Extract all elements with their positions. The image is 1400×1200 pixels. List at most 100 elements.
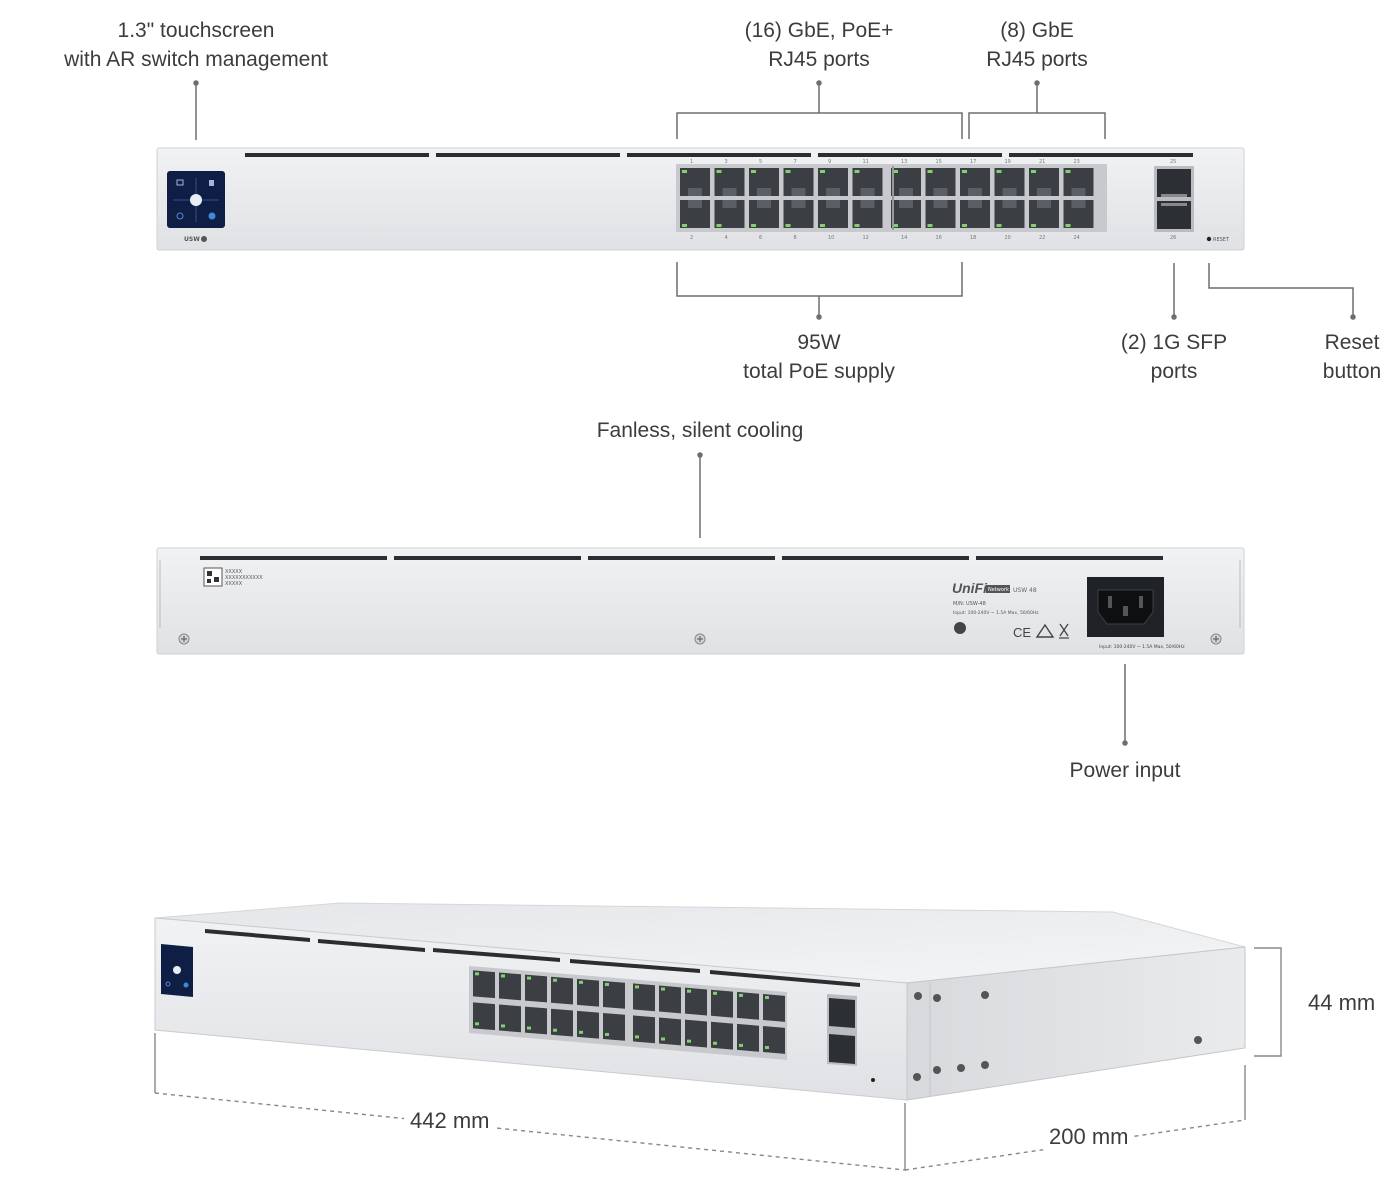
iso-port-led [661, 987, 665, 991]
iso-port-led [713, 1041, 717, 1045]
callout-gbe-ports-line-1: (8) GbE [1000, 19, 1074, 42]
callout-power: Power input [1040, 756, 1210, 785]
reset-label: RESET [1213, 237, 1230, 243]
dimension-height-label: 44 mm [1302, 990, 1382, 1016]
iso-rj45-port [473, 970, 495, 999]
callout-poe-supply-line-2: total PoE supply [743, 360, 895, 383]
iso-port-led [501, 1024, 505, 1028]
port-number-top: 3 [725, 159, 728, 165]
callout-poe-supply-line-1: 95W [797, 331, 841, 354]
rear-brand: UniFi [952, 580, 988, 596]
iso-rj45-port [711, 1021, 733, 1050]
port-number-top: 1 [690, 159, 693, 165]
iso-port-led [739, 1043, 743, 1047]
callout-poe-ports-line-2: RJ45 ports [768, 48, 870, 71]
port-led [682, 170, 687, 173]
port-led [854, 224, 860, 227]
port-number-bottom: 22 [1039, 235, 1045, 241]
callout-reset-line-1: Reset [1324, 331, 1380, 354]
port-number-top: 9 [828, 159, 831, 165]
port-number-top: 7 [794, 159, 797, 165]
callout-poe-supply: 95W total PoE supply [709, 328, 929, 386]
iso-rj45-port [603, 980, 625, 1009]
iso-rj45-port [499, 972, 521, 1001]
iso-rj45-port [711, 989, 733, 1018]
port-led [996, 170, 1002, 173]
port-led [893, 170, 898, 173]
port-led [962, 224, 967, 227]
iso-rj45-port [737, 1023, 759, 1052]
port-led [682, 224, 687, 227]
iso-port-led [475, 972, 479, 976]
iso-rj45-block [469, 966, 787, 1060]
iso-rj45-port [659, 985, 681, 1014]
port-led [854, 170, 860, 173]
callout-touchscreen: 1.3" touchscreen with AR switch manageme… [46, 16, 346, 74]
iso-port-led [765, 996, 769, 1000]
callout-reset: Reset button [1306, 328, 1398, 386]
rear-model-line: M/N: USW-48 [953, 601, 986, 607]
port-led [1031, 224, 1036, 227]
callout-sfp-ports-line-1: (2) 1G SFP [1120, 331, 1228, 354]
callout-poe-ports-line-1: (16) GbE, PoE+ [744, 19, 894, 42]
port-number-top: 11 [863, 159, 869, 165]
port-led [927, 170, 933, 173]
iso-rj45-port [577, 1010, 599, 1039]
port-led [716, 170, 722, 173]
callout-reset-line-2: button [1322, 360, 1382, 383]
port-number-bottom: 4 [725, 235, 728, 241]
iso-port-led [579, 1030, 583, 1034]
iso-rj45-port [499, 1004, 521, 1033]
rear-label-line-2: XXXXXXXXXXX [225, 575, 263, 581]
iso-touchscreen [161, 944, 193, 997]
iso-rj45-port [659, 1017, 681, 1046]
sfp-number-bottom: 26 [1170, 235, 1176, 241]
callout-cooling: Fanless, silent cooling [560, 416, 840, 445]
iso-port-led [527, 976, 531, 980]
port-number-bottom: 24 [1074, 235, 1080, 241]
port-led [893, 224, 898, 227]
port-number-top: 5 [759, 159, 762, 165]
port-number-bottom: 2 [690, 235, 693, 241]
iso-rj45-port [633, 1015, 655, 1044]
port-number-top: 17 [970, 159, 976, 165]
iso-rj45-port [737, 991, 759, 1020]
port-led [716, 224, 722, 227]
iso-rj45-port [577, 978, 599, 1007]
callout-sfp-ports: (2) 1G SFP ports [1099, 328, 1249, 386]
iso-rj45-port [525, 1006, 547, 1035]
port-led [820, 170, 825, 173]
port-number-bottom: 14 [901, 235, 907, 241]
touchscreen-display [167, 171, 225, 228]
iso-side-screws [913, 991, 1202, 1081]
iso-port-led [635, 985, 639, 989]
port-led [820, 224, 825, 227]
port-number-bottom: 8 [794, 235, 797, 241]
iso-rj45-port [603, 1012, 625, 1041]
port-number-bottom: 18 [970, 235, 976, 241]
rear-label-line-1: XXXXX [225, 569, 243, 575]
iso-rj45-port [525, 974, 547, 1003]
callout-cooling-line-1: Fanless, silent cooling [596, 419, 804, 442]
port-led [927, 224, 933, 227]
iso-port-led [765, 1046, 769, 1050]
iso-rj45-port [473, 1002, 495, 1031]
rear-screws [178, 633, 1222, 645]
rear-panel-view: XXXXX XXXXXXXXXXX XXXXX UniFi Network US… [156, 547, 1245, 655]
port-number-top: 19 [1005, 159, 1011, 165]
iso-rj45-port [685, 1019, 707, 1048]
iso-port-led [501, 974, 505, 978]
iso-port-led [635, 1035, 639, 1039]
iso-port-led [475, 1022, 479, 1026]
port-number-top: 15 [936, 159, 942, 165]
rear-power-rating: Input: 100-240V ~ 1.5A Max, 50/60Hz [1099, 644, 1185, 650]
port-led [751, 170, 756, 173]
port-led [1065, 170, 1071, 173]
rear-leader-lines [697, 452, 1128, 746]
port-led [996, 224, 1002, 227]
iso-port-led [553, 1028, 557, 1032]
port-number-top: 21 [1039, 159, 1045, 165]
rear-model: USW 48 [1013, 587, 1037, 594]
